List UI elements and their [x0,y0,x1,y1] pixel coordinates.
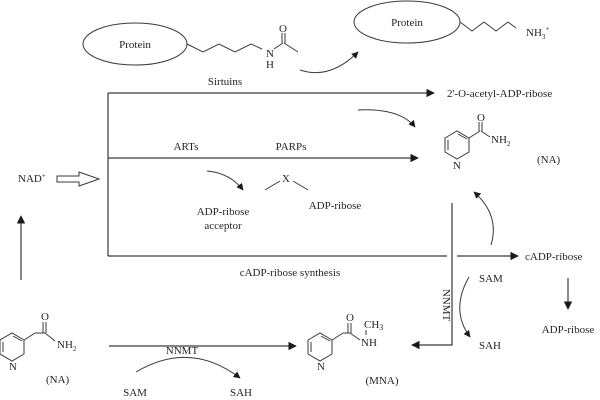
na-bottom-label: (NA) [46,374,70,386]
na-top-molecule: O NH2 N (NA) [444,112,561,172]
parps-label: PARPs [276,141,307,153]
amine-nh: NH [526,27,542,39]
amine-group: NH3+ [526,25,549,41]
amide-bond [44,332,56,342]
amine-sub: 3 [542,33,546,41]
cadp-synthesis-label: cADP-ribose synthesis [240,267,341,279]
pyridine-ring-bottom [0,332,25,362]
sam-right-label: SAM [479,273,503,285]
nnmt-vertical-label: NNMT [440,289,452,322]
mna-ch: CH [364,319,379,331]
na-top-o: O [477,112,485,124]
nad-hollow-arrow [56,171,101,187]
na-bottom-n: N [9,361,17,373]
amide-bond [480,130,491,138]
ring-inner-bond [457,133,468,140]
nnmt-bottom-label: NNMT [166,345,199,357]
mna-o: O [346,312,354,324]
sah-right-label: SAH [479,340,501,352]
pyridine-ring-top [444,130,470,160]
na-top-label: (NA) [537,154,561,166]
recycle-arrow [473,191,494,246]
sam-sah-bottom-arrow [135,356,241,379]
adp-ribose-acceptor-label-1: ADP-ribose [197,206,250,218]
x-label: X [282,173,290,185]
na-bottom-molecule: O NH2 N (NA) [0,311,77,386]
ring-substituent-bond [331,332,344,341]
na-bottom-nh: NH [57,339,73,351]
acetyl-bond [273,42,284,50]
mna-nh: NH [361,337,377,349]
x-bond-right [292,180,309,191]
mna-label: (MNA) [366,375,399,387]
lysine-chain-left [186,43,263,53]
amide-n: N [266,48,274,60]
mna-methyl: CH3 [364,319,383,332]
na-top-amide: NH2 [491,134,511,148]
adp-ribose-mid-label: ADP-ribose [309,200,362,212]
ring-inner-bond [320,335,331,342]
carbonyl-o: O [279,23,287,35]
mna-n: N [317,361,325,373]
methyl-bond [283,42,299,53]
amide-bond [349,332,361,341]
acetylated-protein: Protein N H O [82,22,299,71]
pyridine-ring-mna [307,332,333,362]
sam-sah-right-arrow [459,276,471,338]
amine-sup: + [545,25,549,33]
mna-molecule: O CH3 NH N (MNA) [307,312,399,387]
ring-substituent-bond [468,130,481,139]
protein-label-left: Protein [119,39,151,51]
adp-ribosylation-arrow [206,170,244,191]
sam-bottom-label: SAM [123,387,147,399]
protein-label-right: Protein [391,17,423,29]
deacetylation-arrow [299,51,359,74]
na-bottom-amide: NH2 [57,339,77,353]
arts-label: ARTs [174,141,199,153]
na-bottom-o: O [41,311,49,323]
amide-h: H [266,59,274,71]
na-top-nh: NH [491,134,507,146]
ring-inner-bond [12,335,23,342]
sah-bottom-label: SAH [230,387,252,399]
na-release-arrow [357,109,416,128]
adp-ribose-acceptor-label-2: acceptor [204,220,242,232]
adp-ribose-right-label: ADP-ribose [542,324,595,336]
nnmt-vertical-arrow [411,203,453,350]
nad-sup: + [42,172,46,180]
sirtuins-label: Sirtuins [208,76,242,88]
deacetylated-protein: Protein NH3+ [353,0,549,44]
na-bottom-sub: 2 [73,345,77,353]
acetyl-adp-ribose-label: 2'-O-acetyl-ADP-ribose [447,88,552,100]
ring-substituent-bond [23,332,36,341]
na-top-n: N [453,160,461,172]
nad-text: NAD [18,173,42,185]
cadp-ribose-label: cADP-ribose [525,251,583,263]
mna-ch-sub: 3 [379,323,383,332]
nad-label: NAD+ [18,172,46,185]
lysine-chain-right [459,21,517,32]
na-top-sub: 2 [507,140,511,148]
x-bond-left [264,180,281,191]
